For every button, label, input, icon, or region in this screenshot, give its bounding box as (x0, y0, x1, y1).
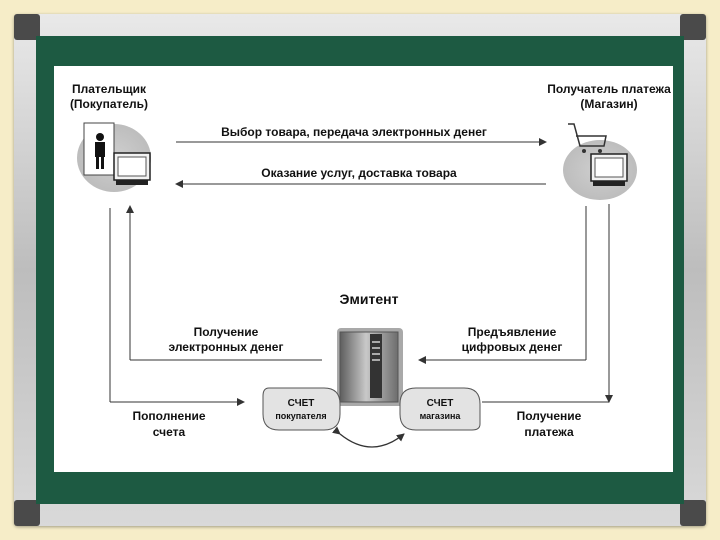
flow-label-receive-payment-1: Получение (517, 409, 582, 423)
payer-label-line1: Плательщик (72, 82, 147, 96)
flow-label-topup-1: Пополнение (132, 409, 205, 423)
payee-shop-icon (563, 123, 637, 200)
flow-label-topup-2: счета (153, 425, 186, 439)
flow-label-second: Оказание услуг, доставка товара (261, 166, 457, 180)
flow-label-receive-money-2: электронных денег (169, 340, 284, 354)
buyer-account-line2: покупателя (275, 411, 326, 421)
payee-label-line1: Получатель платежа (547, 82, 671, 96)
flow-label-top: Выбор товара, передача электронных денег (221, 125, 487, 139)
flow-label-receive-money-1: Получение (194, 325, 259, 339)
payment-diagram: Плательщик (Покупатель) Получатель плате… (70, 82, 671, 448)
payer-label-line2: (Покупатель) (70, 97, 148, 111)
payee-label-line2: (Магазин) (580, 97, 637, 111)
frame-corner (680, 14, 706, 40)
buyer-account-line1: СЧЕТ (288, 398, 315, 409)
frame-corner (680, 500, 706, 526)
diagram-sheet: Плательщик (Покупатель) Получатель плате… (54, 66, 673, 472)
issuer-server-icon (337, 328, 403, 406)
buyer-account-node (262, 387, 341, 431)
shop-account-node (399, 387, 481, 431)
accounts-exchange-arrow (332, 426, 405, 448)
payer-computer-icon (77, 122, 151, 192)
shop-account-line2: магазина (420, 411, 462, 421)
flow-label-present-money-2: цифровых денег (462, 340, 563, 354)
shop-account-line1: СЧЕТ (427, 398, 454, 409)
flow-label-present-money-1: Предъявление (468, 325, 557, 339)
frame-corner (14, 500, 40, 526)
flow-label-receive-payment-2: платежа (524, 425, 574, 439)
frame-corner (14, 14, 40, 40)
issuer-title: Эмитент (340, 291, 399, 307)
